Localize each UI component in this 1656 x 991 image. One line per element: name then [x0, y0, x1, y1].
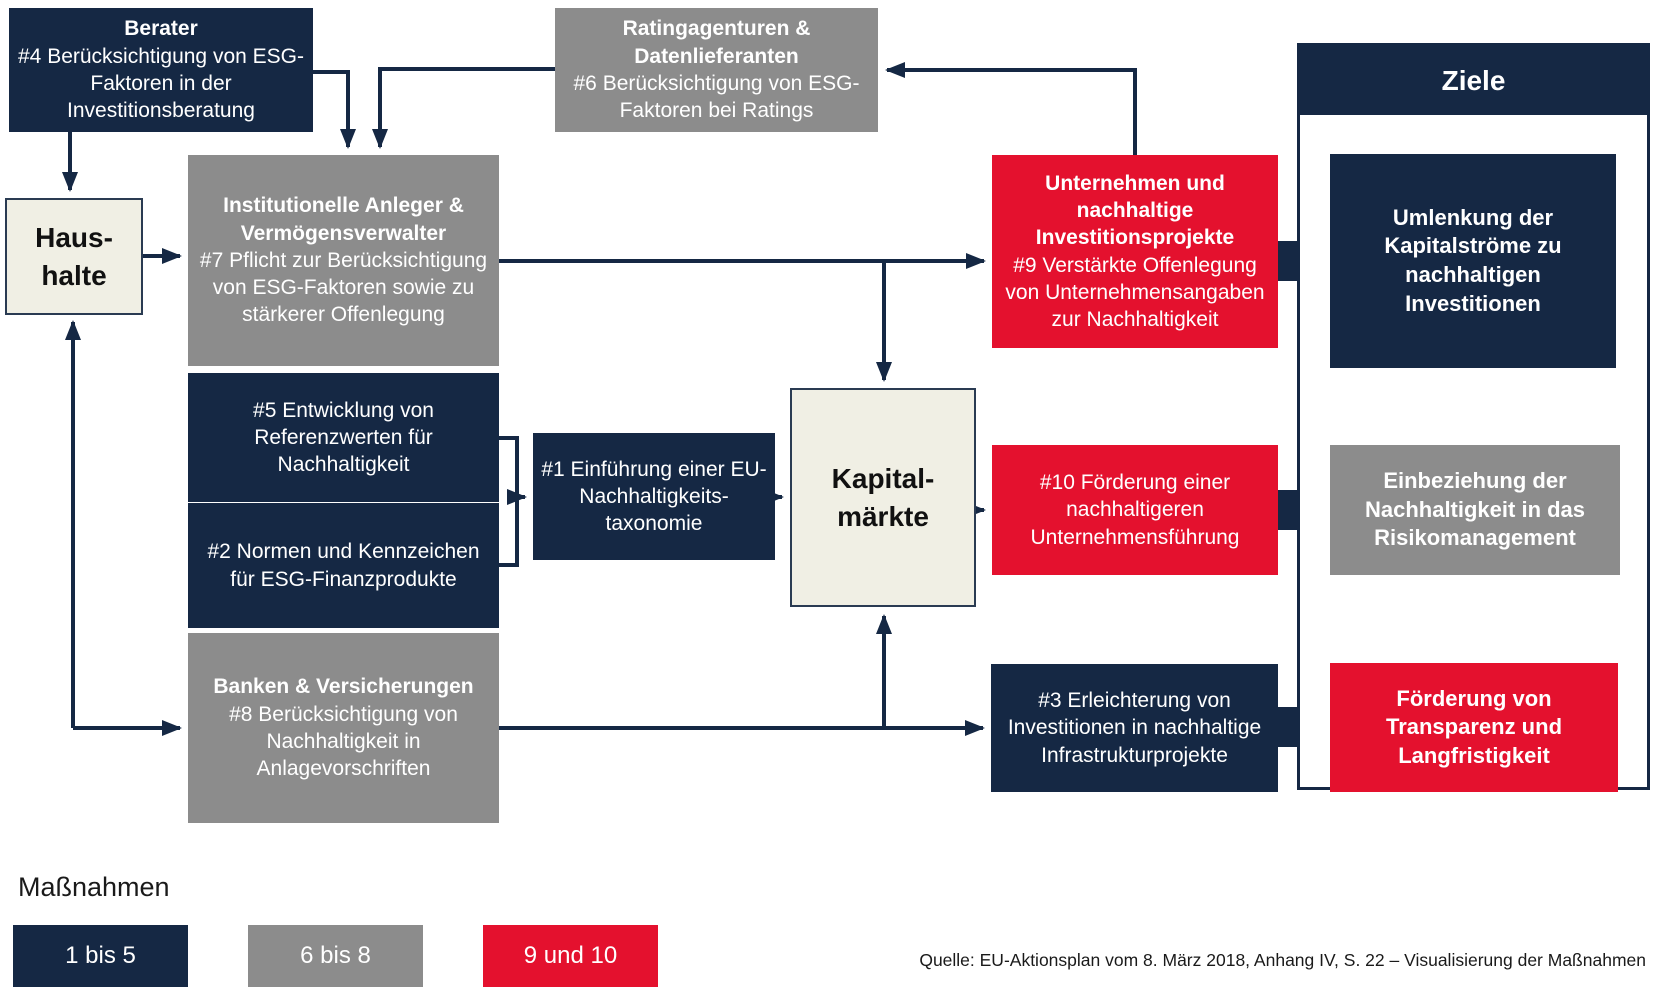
node-institutionelle-body: #7 Pflicht zur Berücksichtigung von ESG-…	[199, 248, 488, 327]
goal-risikomanagement-title: Einbeziehung der Nachhaltigkeit in das R…	[1364, 468, 1586, 551]
node-massnahme-9: Unternehmen und nachhaltige Investitions…	[992, 155, 1278, 348]
legend-item-2-label: 6 bis 8	[300, 942, 371, 969]
goal-transparenz-langfristigkeit: Förderung von Transparenz und Langfristi…	[1330, 663, 1618, 792]
node-massnahme-10-body: #10 Förderung einer nachhaltigeren Unter…	[1030, 471, 1240, 549]
node-massnahme-3: #3 Erleichterung von Investitionen in na…	[991, 664, 1278, 792]
node-haushalte-title: Haus- halte	[35, 221, 113, 291]
node-berater: Berater #4 Berücksichtigung von ESG-Fakt…	[9, 8, 313, 132]
node-massnahme-2: #2 Normen und Kennzeichen für ESG-Finanz…	[188, 503, 499, 628]
node-ratingagenturen-title: Ratingagenturen & Datenlieferanten	[622, 17, 811, 68]
node-massnahme-3-body: #3 Erleichterung von Investitionen in na…	[1007, 689, 1262, 767]
node-institutionelle-title: Institutionelle Anleger & Vermögensverwa…	[223, 194, 464, 245]
node-massnahme-1: #1 Einführung einer EU-Nachhaltigkeits-t…	[533, 433, 775, 560]
node-banken-versicherungen: Banken & Versicherungen #8 Berücksichtig…	[188, 633, 499, 823]
node-kapitalmaerkte: Kapital- märkte	[790, 388, 976, 607]
goal-umlenkung-title: Umlenkung der Kapitalströme zu nachhalti…	[1384, 204, 1562, 316]
legend-item-3-label: 9 und 10	[523, 942, 618, 969]
node-haushalte: Haus- halte	[5, 198, 143, 315]
node-berater-title: Berater	[124, 17, 198, 41]
source-citation: Quelle: EU-Aktionsplan vom 8. März 2018,…	[919, 950, 1646, 970]
node-ratingagenturen: Ratingagenturen & Datenlieferanten #6 Be…	[555, 8, 878, 132]
ziele-title: Ziele	[1441, 64, 1506, 96]
node-massnahme-9-body: #9 Verstärkte Offenlegung von Unternehme…	[1005, 253, 1265, 332]
node-massnahme-2-body: #2 Normen und Kennzeichen für ESG-Finanz…	[207, 540, 480, 591]
node-ratingagenturen-body: #6 Berücksichtigung von ESG-Faktoren bei…	[573, 72, 860, 123]
node-massnahme-10: #10 Förderung einer nachhaltigeren Unter…	[992, 445, 1278, 575]
legend-item-1-label: 1 bis 5	[65, 942, 136, 969]
node-massnahme-5-body: #5 Entwicklung von Referenzwerten für Na…	[253, 398, 434, 477]
node-berater-body: #4 Berücksichtigung von ESG-Faktoren in …	[18, 44, 304, 123]
node-banken-title: Banken & Versicherungen	[213, 675, 474, 699]
node-institutionelle-anleger: Institutionelle Anleger & Vermögensverwa…	[188, 155, 499, 366]
node-kapitalmaerkte-title: Kapital- märkte	[831, 462, 935, 532]
goal-umlenkung-kapitalstroeme: Umlenkung der Kapitalströme zu nachhalti…	[1330, 154, 1616, 368]
node-banken-body: #8 Berücksichtigung von Nachhaltigkeit i…	[229, 702, 458, 781]
ziele-header: Ziele	[1300, 46, 1647, 115]
legend-item-9-und-10: 9 und 10	[483, 925, 658, 987]
node-massnahme-1-body: #1 Einführung einer EU-Nachhaltigkeits-t…	[541, 457, 767, 536]
legend-title: Maßnahmen	[18, 872, 170, 902]
legend-item-6-bis-8: 6 bis 8	[248, 925, 423, 987]
node-massnahme-5: #5 Entwicklung von Referenzwerten für Na…	[188, 373, 499, 502]
goal-risikomanagement: Einbeziehung der Nachhaltigkeit in das R…	[1330, 445, 1620, 575]
legend-item-1-bis-5: 1 bis 5	[13, 925, 188, 987]
node-massnahme-9-title: Unternehmen und nachhaltige Investitions…	[1035, 171, 1235, 250]
goal-transparenz-title: Förderung von Transparenz und Langfristi…	[1385, 685, 1563, 768]
